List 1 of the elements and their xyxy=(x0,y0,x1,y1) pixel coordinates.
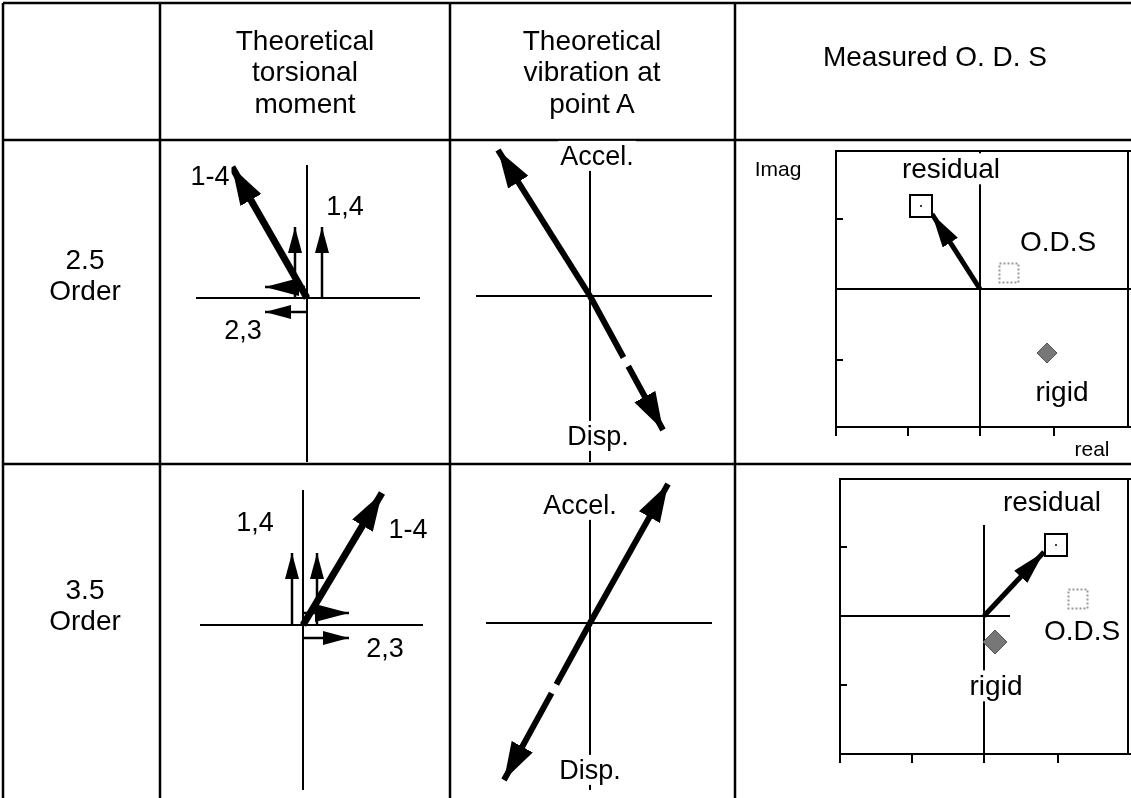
vector-label: Accel. xyxy=(558,140,636,172)
